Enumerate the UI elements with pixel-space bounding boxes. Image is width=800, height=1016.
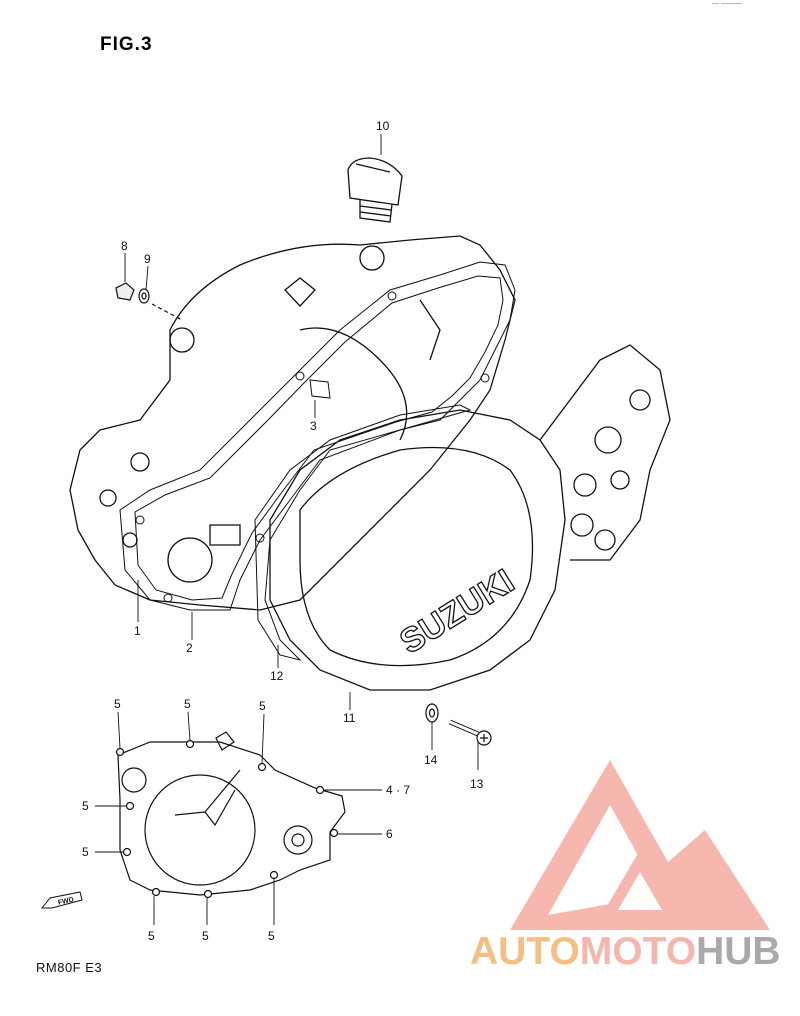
callout-10: 10	[376, 119, 390, 133]
callout-12: 12	[270, 669, 284, 683]
callout-1: 1	[134, 624, 141, 638]
callout-14: 14	[424, 753, 438, 767]
watermark-part-2: MOTO	[579, 930, 697, 973]
figure-title: FIG.3	[100, 34, 153, 55]
watermark-part-3: HUB	[696, 930, 781, 973]
callout-3: 3	[310, 419, 317, 433]
forward-arrow-icon: FWD	[40, 891, 83, 909]
watermark-part-1: AUTO	[470, 930, 580, 973]
callout-5-h: 5	[268, 929, 275, 943]
model-code: RM80F E3	[36, 960, 103, 975]
oil-filler-cap	[347, 157, 403, 223]
bolt-and-washer	[115, 282, 183, 321]
crankcase-cover	[69, 235, 516, 611]
callout-2: 2	[186, 641, 193, 655]
callout-6: 6	[386, 827, 393, 841]
clutch-cover-gasket	[254, 404, 472, 661]
svg-text:FWD: FWD	[57, 897, 74, 907]
callout-5-c: 5	[259, 699, 266, 713]
callout-11: 11	[343, 711, 356, 725]
suzuki-cover-logo: SUZUKI	[393, 562, 520, 661]
watermark-brand: AUTOMOTOHUB	[470, 930, 781, 974]
callout-labels: 10 8 9 3 1 2 12 11 5 5 5 5 5 5 5 5 4 · 7…	[82, 119, 484, 943]
top-corner-mark: — ———	[712, 0, 742, 7]
callout-4-7: 4 · 7	[386, 783, 410, 797]
inner-cover	[115, 731, 346, 899]
watermark-logo	[510, 760, 770, 930]
callout-5-a: 5	[114, 697, 121, 711]
cover-gasket	[119, 261, 516, 611]
callout-5-g: 5	[202, 929, 209, 943]
callout-13: 13	[470, 777, 484, 791]
callout-5-b: 5	[184, 697, 191, 711]
callout-5-d: 5	[82, 799, 89, 813]
screw-and-washer	[425, 703, 492, 746]
callout-8: 8	[121, 239, 128, 253]
leader-lines	[95, 134, 479, 925]
callout-9: 9	[144, 252, 151, 266]
callout-5-e: 5	[82, 845, 89, 859]
callout-5-f: 5	[148, 929, 155, 943]
